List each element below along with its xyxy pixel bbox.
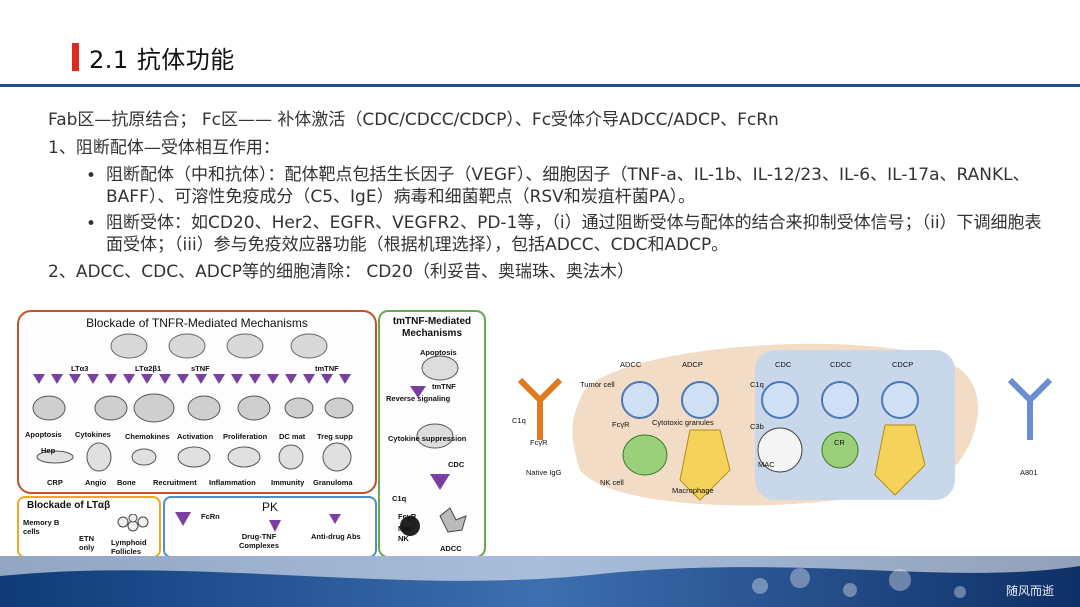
- tm-label: NK: [398, 534, 409, 543]
- mechanism-label: DC mat: [279, 432, 306, 441]
- bullet-dot-icon: •: [86, 214, 97, 234]
- ligand-label: tmTNF: [315, 364, 339, 373]
- mechanism-label: CRP: [47, 478, 63, 487]
- effector-label: C1q: [512, 416, 526, 425]
- mechanism-label: Immunity: [271, 478, 305, 487]
- effector-label: Cytotoxic granules: [652, 418, 714, 427]
- effector-label: CDCP: [892, 360, 914, 369]
- effector-label: CDC: [775, 360, 792, 369]
- lt-label: Lymphoid Follicles: [111, 538, 147, 556]
- pk-label: FcRn: [201, 512, 220, 521]
- mechanism-label: Chemokines: [125, 432, 170, 441]
- intro-line: Fab区—抗原结合； Fc区—— 补体激活（CDC/CDCC/CDCP）、Fc受…: [48, 110, 779, 130]
- bullet-item: • 阻断受体：如CD20、Her2、EGFR、VEGFR2、PD-1等，（i）通…: [86, 212, 1058, 256]
- tm-label: C1q: [392, 494, 407, 503]
- pk-label: Anti-drug Abs: [311, 532, 361, 541]
- effector-label: C3b: [750, 422, 764, 431]
- pk-illustration: [175, 512, 341, 532]
- mechanism-label: Treg supp: [317, 432, 353, 441]
- lt-blockade-panel: Blockade of LTαβ Memory B cells ETN only…: [17, 496, 161, 558]
- bullet-text: 阻断配体（中和抗体）：配体靶点包括生长因子（VEGF）、细胞因子（TNF-a、I…: [106, 165, 1030, 207]
- footer-wave-decoration: [0, 556, 1080, 607]
- pk-panel-title: PK: [261, 500, 278, 514]
- effector-label: NK cell: [600, 478, 624, 487]
- effector-illustration: [517, 343, 1053, 506]
- tm-label: FcγR: [398, 512, 417, 521]
- tm-label: Cytokine suppression: [388, 434, 467, 443]
- effector-label: A801: [1020, 468, 1038, 477]
- pk-panel: PK FcRn Drug-TNF Complexes Anti-drug Abs: [163, 496, 377, 558]
- tm-label: Apoptosis: [420, 348, 457, 357]
- effector-label: ADCP: [682, 360, 703, 369]
- follicle-cells-icon: [117, 514, 149, 532]
- mechanism-label: Granuloma: [313, 478, 353, 487]
- mechanism-label: Recruitment: [153, 478, 197, 487]
- tm-label: CDC: [448, 460, 465, 469]
- slide-title: 2.1 抗体功能: [89, 45, 235, 74]
- tm-label: Mac: [398, 524, 413, 533]
- tm-label: tmTNF: [432, 382, 456, 391]
- tmtnf-mechanisms-panel: tmTNF-Mediated Mechanisms Apoptosis tmTN…: [378, 310, 486, 558]
- mechanism-label: Apoptosis: [25, 430, 62, 439]
- mechanism-label: Bone: [117, 478, 136, 487]
- effector-label: FcγR: [530, 438, 548, 447]
- tmtnf-illustration: [400, 355, 467, 536]
- ligand-label: LTα3: [71, 364, 89, 373]
- effector-label: ADCC: [620, 360, 642, 369]
- effector-function-figure: ADCC ADCP CDC CDCC CDCP Tumor cell C1q C…: [500, 320, 1080, 520]
- tnfr-panel-title: Blockade of TNFR-Mediated Mechanisms: [86, 316, 308, 330]
- effector-label: Tumor cell: [580, 380, 615, 389]
- title-divider: [0, 84, 1080, 87]
- lt-label: Memory B cells: [23, 518, 60, 536]
- effector-label: Native IgG: [526, 468, 562, 477]
- slide-title-bar: 2.1 抗体功能: [72, 42, 235, 74]
- tmtnf-panel-title: tmTNF-Mediated Mechanisms: [392, 316, 472, 339]
- effector-label: FcγR: [612, 420, 630, 429]
- section-1-heading: 1、阻断配体—受体相互作用：: [48, 138, 280, 158]
- lt-label: ETN only: [79, 534, 95, 552]
- lt-panel-title: Blockade of LTαβ: [27, 500, 111, 511]
- ligand-label: sTNF: [191, 364, 210, 373]
- mechanism-label: Proliferation: [223, 432, 268, 441]
- tnfr-mechanisms-panel: Blockade of TNFR-Mediated Mechanisms LTα…: [17, 310, 377, 494]
- mechanism-label: Inflammation: [209, 478, 256, 487]
- slide-body: Fab区—抗原结合； Fc区—— 补体激活（CDC/CDCC/CDCP）、Fc受…: [48, 108, 1058, 288]
- effector-label: CDCC: [830, 360, 852, 369]
- mechanism-label: Hep: [41, 446, 56, 455]
- pk-label: Drug-TNF Complexes: [238, 532, 280, 550]
- tm-label: ADCC: [440, 544, 462, 553]
- effector-label: MAC: [758, 460, 775, 469]
- bullet-dot-icon: •: [86, 166, 97, 186]
- mechanism-label: Activation: [177, 432, 214, 441]
- watermark-text: 随风而逝: [1005, 584, 1054, 598]
- bullet-item: • 阻断配体（中和抗体）：配体靶点包括生长因子（VEGF）、细胞因子（TNF-a…: [86, 164, 1058, 208]
- effector-label: Macrophage: [672, 486, 714, 495]
- footer-banner: 随风而逝: [0, 556, 1080, 607]
- tm-label: Reverse signaling: [386, 394, 451, 403]
- mechanism-label: Angio: [85, 478, 107, 487]
- bullet-text: 阻断受体：如CD20、Her2、EGFR、VEGFR2、PD-1等，（i）通过阻…: [106, 213, 1042, 255]
- effector-label: CR: [834, 438, 845, 447]
- title-accent-bar: [72, 43, 79, 71]
- ligand-label: LTα2β1: [135, 364, 162, 373]
- section-2-heading: 2、ADCC、CDC、ADCP等的细胞清除： CD20（利妥昔、奥瑞珠、奥法木）: [48, 262, 634, 282]
- effector-label: C1q: [750, 380, 764, 389]
- tnfr-diagram-illustration: [32, 333, 354, 472]
- mechanism-label: Cytokines: [75, 430, 111, 439]
